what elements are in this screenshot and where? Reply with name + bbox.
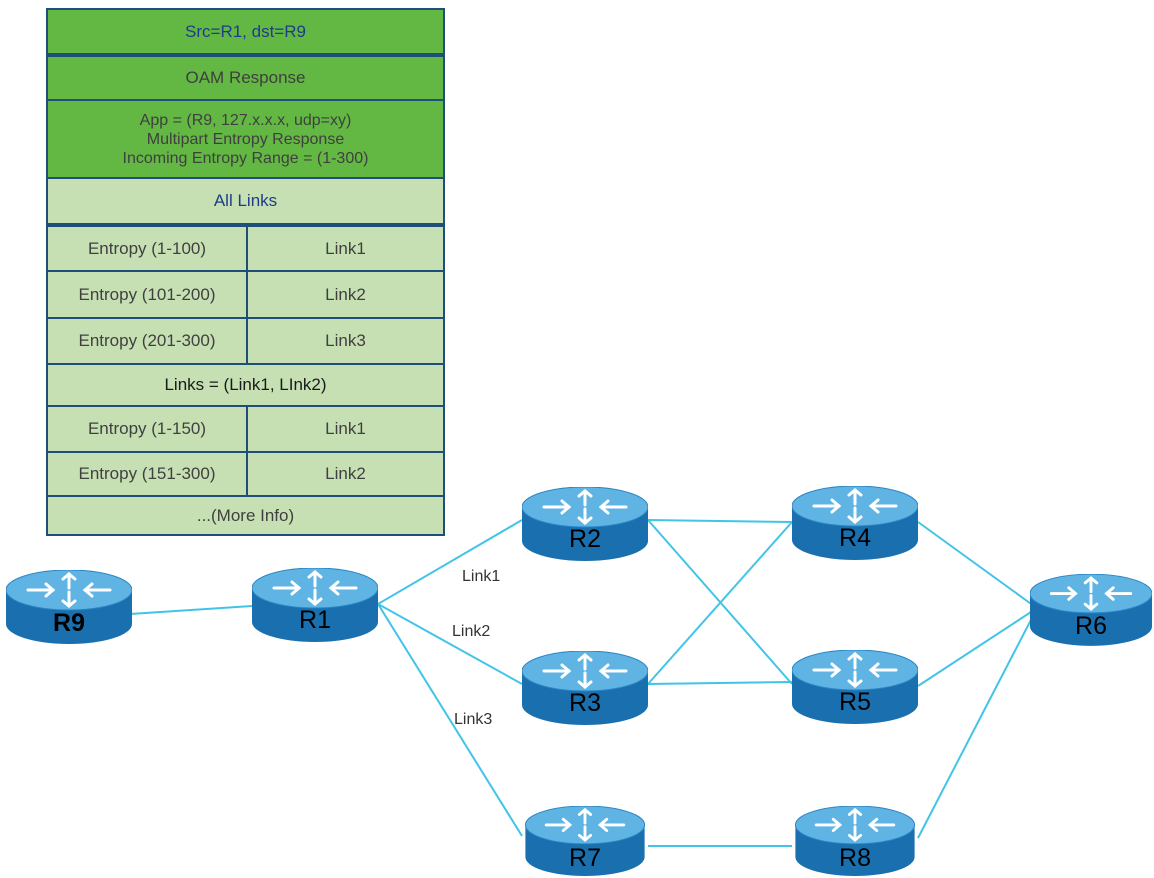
oam-response-table: Src=R1, dst=R9 OAM Response App = (R9, 1…: [46, 8, 445, 536]
entropy-cell: Entropy (1-150): [87, 419, 207, 438]
entropy-cell: Entropy (201-300): [78, 331, 216, 350]
table-divider: [48, 495, 443, 497]
cell-divider: [246, 319, 248, 363]
router-label: R3: [569, 689, 601, 717]
more-info-text: ...(More Info): [196, 505, 295, 525]
table-divider: [48, 270, 443, 272]
router-r9: R9: [6, 570, 132, 644]
topology-links: [129, 519, 1035, 847]
table-row: Entropy (101-200) Link2: [48, 272, 443, 317]
table-divider: [48, 53, 443, 57]
oam-response-row: OAM Response: [48, 57, 443, 99]
router-label: R2: [569, 525, 601, 553]
router-label: R5: [839, 688, 871, 716]
link-r4-r6: [917, 521, 1035, 607]
link-cell: Link1: [325, 238, 366, 258]
link-r2-r4: [647, 519, 793, 523]
router-r6: R6: [1030, 574, 1152, 646]
all-links-title-row: All Links: [48, 179, 443, 223]
router-r2: R2: [522, 487, 648, 561]
table-divider: [48, 223, 443, 227]
links-subset-title-row: Links = (Link1, LInk2): [48, 365, 443, 405]
more-info-row: ...(More Info): [48, 497, 443, 534]
cell-divider: [246, 407, 248, 451]
all-links-title: All Links: [213, 191, 278, 210]
table-divider: [48, 317, 443, 319]
router-r4: R4: [792, 486, 918, 560]
link-r1-r3: [377, 603, 523, 685]
multipart-line: Multipart Entropy Response: [146, 130, 345, 148]
link3-label: Link3: [454, 711, 492, 728]
router-r5: R5: [792, 650, 918, 724]
router-label: R6: [1075, 612, 1107, 640]
link-r1-r2: [377, 519, 523, 605]
entropy-cell: Entropy (101-200): [78, 284, 216, 304]
router-label: R4: [839, 524, 871, 552]
router-r8: R8: [793, 806, 917, 876]
table-header-text: Src=R1, dst=R9: [185, 21, 306, 41]
entropy-range-line: Incoming Entropy Range = (1-300): [122, 149, 369, 167]
link-cell: Link2: [325, 464, 366, 483]
router-r1: R1: [252, 568, 378, 642]
link1-label: Link1: [462, 568, 500, 585]
link-r1-r7: [377, 603, 523, 837]
table-row: Entropy (151-300) Link2: [48, 453, 443, 495]
link2-label: Link2: [452, 623, 490, 640]
table-row: Entropy (201-300) Link3: [48, 319, 443, 363]
link-r3-r4: [647, 521, 793, 685]
link-r5-r6: [917, 609, 1035, 687]
link-cell: Link3: [325, 331, 366, 350]
app-info-row: App = (R9, 127.x.x.x, udp=xy) Multipart …: [48, 101, 443, 177]
table-divider: [48, 177, 443, 179]
router-label: R8: [839, 844, 871, 872]
table-header-row: Src=R1, dst=R9: [48, 10, 443, 53]
cell-divider: [246, 453, 248, 495]
router-label: R1: [299, 606, 331, 634]
table-divider: [48, 405, 443, 407]
router-label: R9: [53, 609, 85, 637]
router-label: R7: [569, 844, 601, 872]
entropy-cell: Entropy (1-100): [87, 238, 207, 258]
table-row: Entropy (1-100) Link1: [48, 227, 443, 270]
links-subset-title: Links = (Link1, LInk2): [164, 375, 327, 394]
entropy-cell: Entropy (151-300): [78, 464, 216, 483]
table-divider: [48, 451, 443, 453]
link-cell: Link2: [325, 284, 366, 304]
router-r3: R3: [522, 651, 648, 725]
cell-divider: [246, 272, 248, 317]
app-line: App = (R9, 127.x.x.x, udp=xy): [139, 111, 352, 129]
table-divider: [48, 99, 443, 101]
oam-response-text: OAM Response: [185, 68, 306, 87]
table-row: Entropy (1-150) Link1: [48, 407, 443, 451]
link-cell: Link1: [325, 419, 366, 438]
link-r9-r1: [129, 605, 253, 615]
cell-divider: [246, 227, 248, 270]
link-r3-r5: [647, 681, 793, 685]
table-divider: [48, 363, 443, 365]
link-r8-r6: [917, 613, 1035, 839]
router-r7: R7: [523, 806, 647, 876]
